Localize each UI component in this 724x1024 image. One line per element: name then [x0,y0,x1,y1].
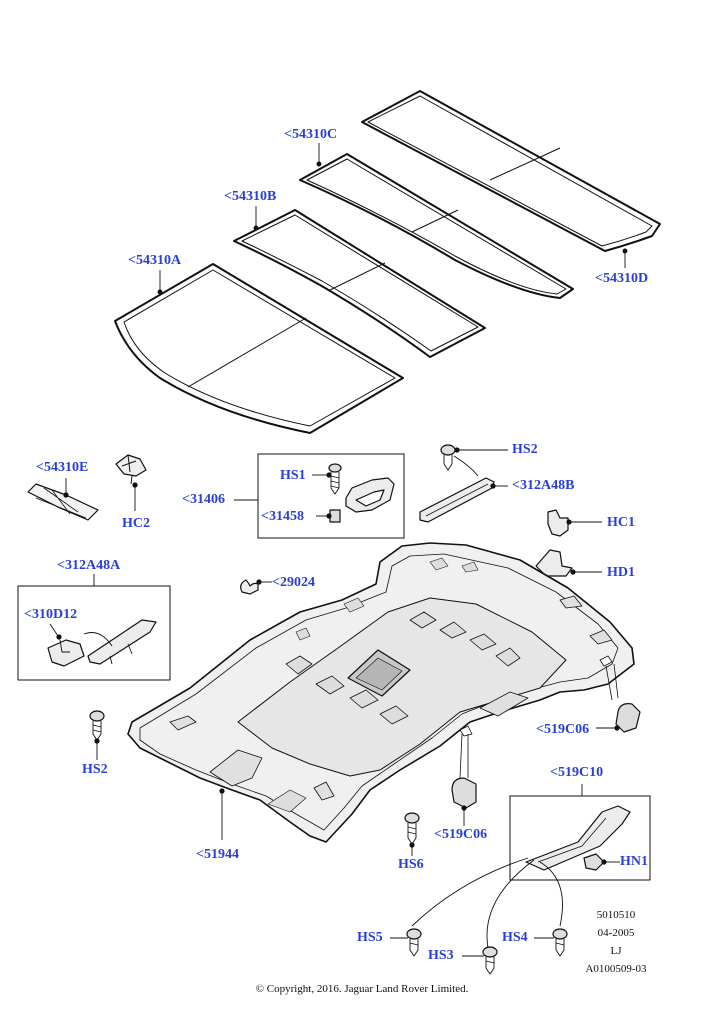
part-hc2-clip [115,454,147,511]
label-hd1[interactable]: HD1 [607,565,635,580]
part-hs3-screw [462,946,498,975]
copyright-notice: © Copyright, 2016. Jaguar Land Rover Lim… [255,983,469,995]
part-29024 [240,579,272,595]
label-519c10[interactable]: <519C10 [550,765,604,780]
label-312a48a[interactable]: <312A48A [57,558,121,573]
group-519c10 [509,784,651,881]
panel-54310d [361,90,661,252]
label-hc1[interactable]: HC1 [607,515,635,530]
diagram-initials: LJ [610,945,622,957]
label-hs3[interactable]: HS3 [428,948,454,963]
label-hs2-left[interactable]: HS2 [82,762,108,777]
part-hc1-clip [547,509,602,537]
label-54310e[interactable]: <54310E [36,460,89,475]
diagram-date: 04-2005 [597,927,635,939]
headlining-51944 [127,542,635,843]
part-hd1 [535,549,602,577]
label-hs2-top[interactable]: HS2 [512,442,538,457]
group-312a48a [17,574,171,681]
panel-54310a [114,263,404,434]
part-519c06-right [596,663,641,733]
part-hs5-screw [390,928,422,957]
part-312a48b [419,444,508,523]
label-54310b[interactable]: <54310B [224,189,277,204]
part-hs6-screw [404,812,420,856]
label-54310a[interactable]: <54310A [128,253,182,268]
label-31406[interactable]: <31406 [182,492,225,507]
group-31406 [234,453,405,539]
label-hc2[interactable]: HC2 [122,516,150,531]
label-hs1[interactable]: HS1 [280,468,306,483]
label-310d12[interactable]: <310D12 [24,607,78,622]
label-hs4[interactable]: HS4 [502,930,528,945]
label-hs5[interactable]: HS5 [357,930,383,945]
part-hs2-left-screw [89,710,105,760]
label-54310c[interactable]: <54310C [284,127,338,142]
diagram-ref: A0100509-03 [585,963,647,975]
part-hs4-screw [534,928,568,957]
panel-54310c [299,153,574,299]
label-29024[interactable]: <29024 [272,575,315,590]
label-51944[interactable]: <51944 [196,847,239,862]
part-54310e [27,478,99,521]
label-519c06-mid[interactable]: <519C06 [434,827,488,842]
panel-54310b [233,209,486,358]
label-31458[interactable]: <31458 [261,509,304,524]
label-519c06-right[interactable]: <519C06 [536,722,590,737]
diagram-code: 5010510 [596,909,636,921]
label-312a48b[interactable]: <312A48B [512,478,575,493]
part-519c06-mid [451,733,477,826]
label-54310d[interactable]: <54310D [595,271,649,286]
label-hs6[interactable]: HS6 [398,857,424,872]
label-hn1[interactable]: HN1 [620,854,648,869]
